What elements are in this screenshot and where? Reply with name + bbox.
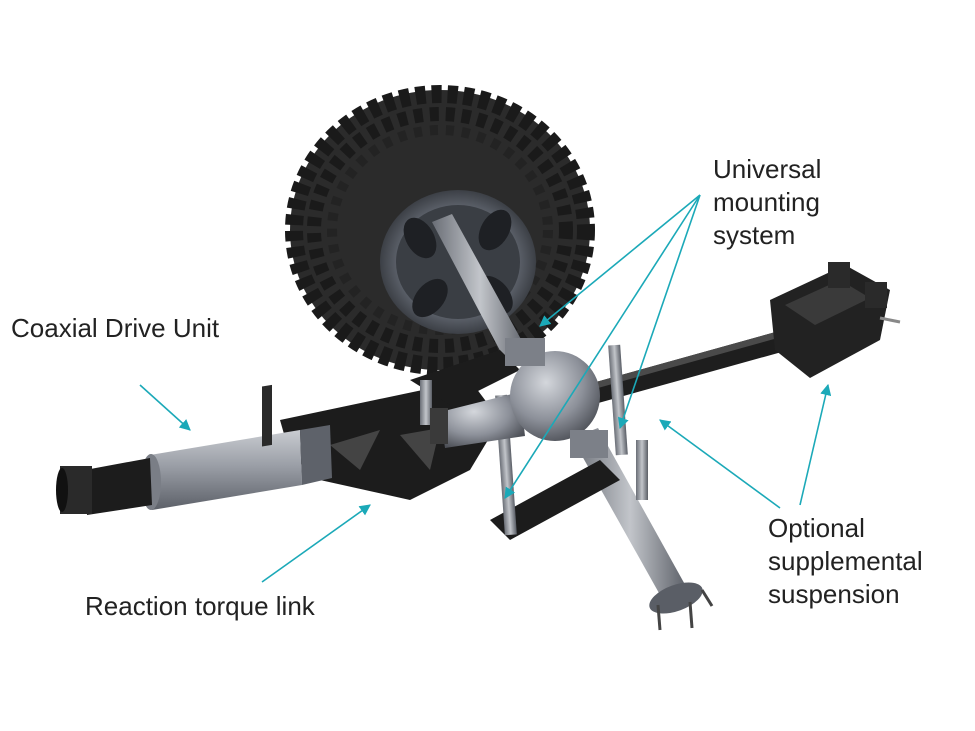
label-line: mounting bbox=[713, 187, 820, 217]
label-text: Coaxial Drive Unit bbox=[11, 313, 220, 343]
arrow-reaction-torque-link bbox=[261, 504, 371, 583]
label-line: system bbox=[713, 220, 796, 250]
label-line: Optional bbox=[768, 513, 865, 543]
arrow-universal-mounting-1 bbox=[539, 194, 701, 327]
arrow-supplemental-suspension-1 bbox=[799, 383, 832, 506]
axle-shaft-upper bbox=[432, 214, 528, 362]
label-optional-supplemental-suspension: Optional supplemental suspension bbox=[768, 512, 923, 611]
label-text: Reaction torque link bbox=[85, 591, 315, 621]
supplemental-suspension-mount bbox=[770, 262, 901, 378]
central-gear-housing bbox=[430, 338, 608, 458]
label-line: suspension bbox=[768, 579, 900, 609]
arrow-coaxial-drive-unit bbox=[139, 384, 191, 431]
label-coaxial-drive-unit: Coaxial Drive Unit bbox=[11, 312, 219, 345]
arrow-universal-mounting-3 bbox=[617, 194, 701, 430]
callout-arrows bbox=[139, 194, 832, 583]
arrow-supplemental-suspension-2 bbox=[659, 419, 781, 509]
label-reaction-torque-link: Reaction torque link bbox=[85, 590, 315, 623]
label-universal-mounting-system: Universal mounting system bbox=[713, 153, 821, 252]
label-line: Universal bbox=[713, 154, 822, 184]
arrow-universal-mounting-2 bbox=[504, 194, 701, 499]
label-line: supplemental bbox=[768, 546, 923, 576]
coaxial-drive-unit bbox=[56, 384, 332, 515]
